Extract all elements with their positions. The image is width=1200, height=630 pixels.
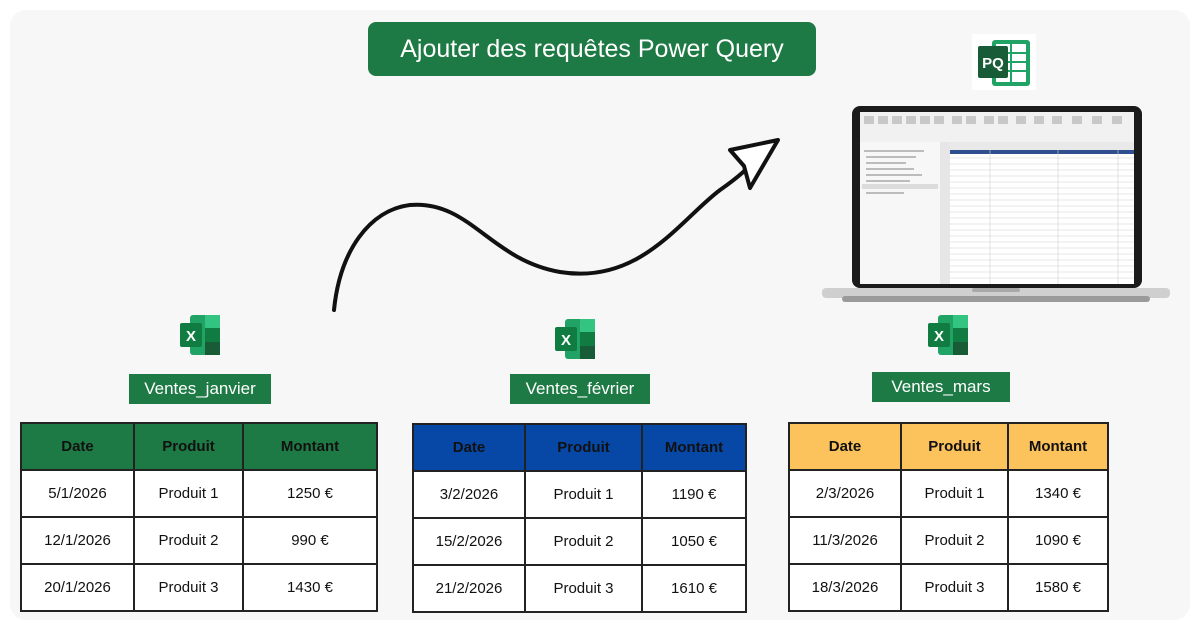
laptop-power-query-editor [822, 104, 1170, 304]
cell-montant: 1610 € [641, 564, 747, 613]
power-query-icon: PQ [978, 40, 1030, 86]
table-ventes-janvier: Date Produit Montant 5/1/2026 Produit 1 … [20, 422, 378, 612]
table-row: 21/2/2026 Produit 3 1610 € [412, 564, 747, 613]
power-query-logo: PQ [972, 34, 1036, 90]
cell-date: 5/1/2026 [20, 469, 135, 518]
svg-text:X: X [186, 328, 196, 345]
pq-logo-text: PQ [982, 55, 1004, 72]
cell-produit: Produit 1 [900, 469, 1009, 518]
excel-icon: X [553, 317, 597, 361]
table-header-row: Date Produit Montant [788, 422, 1109, 471]
cell-produit: Produit 3 [133, 563, 244, 612]
cell-montant: 1090 € [1007, 516, 1109, 565]
table-row: 12/1/2026 Produit 2 990 € [20, 516, 378, 565]
cell-montant: 1430 € [242, 563, 378, 612]
page-title: Ajouter des requêtes Power Query [368, 22, 816, 76]
table-label-janvier: Ventes_janvier [129, 374, 271, 404]
cell-date: 18/3/2026 [788, 563, 902, 612]
cell-date: 12/1/2026 [20, 516, 135, 565]
cell-montant: 1250 € [242, 469, 378, 518]
table-ventes-fevrier: Date Produit Montant 3/2/2026 Produit 1 … [412, 423, 747, 613]
cell-montant: 1190 € [641, 470, 747, 519]
cell-montant: 990 € [242, 516, 378, 565]
table-label-fevrier: Ventes_février [510, 374, 650, 404]
cell-date: 21/2/2026 [412, 564, 526, 613]
column-header-date: Date [788, 422, 902, 471]
table-row: 15/2/2026 Produit 2 1050 € [412, 517, 747, 566]
column-header-produit: Produit [133, 422, 244, 471]
cell-date: 2/3/2026 [788, 469, 902, 518]
cell-montant: 1340 € [1007, 469, 1109, 518]
cell-montant: 1050 € [641, 517, 747, 566]
table-header-row: Date Produit Montant [412, 423, 747, 472]
svg-text:X: X [561, 332, 571, 349]
table-row: 20/1/2026 Produit 3 1430 € [20, 563, 378, 612]
column-header-montant: Montant [1007, 422, 1109, 471]
table-row: 2/3/2026 Produit 1 1340 € [788, 469, 1109, 518]
column-header-produit: Produit [524, 423, 643, 472]
column-header-produit: Produit [900, 422, 1009, 471]
cell-produit: Produit 1 [133, 469, 244, 518]
excel-icon: X [178, 313, 222, 357]
cell-produit: Produit 2 [524, 517, 643, 566]
cell-date: 15/2/2026 [412, 517, 526, 566]
table-header-row: Date Produit Montant [20, 422, 378, 471]
cell-produit: Produit 2 [133, 516, 244, 565]
cell-produit: Produit 3 [900, 563, 1009, 612]
table-row: 18/3/2026 Produit 3 1580 € [788, 563, 1109, 612]
excel-icon: X [926, 313, 970, 357]
column-header-date: Date [412, 423, 526, 472]
cell-date: 11/3/2026 [788, 516, 902, 565]
cell-produit: Produit 3 [524, 564, 643, 613]
table-row: 11/3/2026 Produit 2 1090 € [788, 516, 1109, 565]
table-row: 3/2/2026 Produit 1 1190 € [412, 470, 747, 519]
column-header-montant: Montant [242, 422, 378, 471]
cell-date: 20/1/2026 [20, 563, 135, 612]
column-header-montant: Montant [641, 423, 747, 472]
table-row: 5/1/2026 Produit 1 1250 € [20, 469, 378, 518]
cell-produit: Produit 1 [524, 470, 643, 519]
cell-date: 3/2/2026 [412, 470, 526, 519]
cell-produit: Produit 2 [900, 516, 1009, 565]
svg-text:X: X [934, 328, 944, 345]
table-ventes-mars: Date Produit Montant 2/3/2026 Produit 1 … [788, 422, 1109, 612]
column-header-date: Date [20, 422, 135, 471]
cell-montant: 1580 € [1007, 563, 1109, 612]
table-label-mars: Ventes_mars [872, 372, 1010, 402]
